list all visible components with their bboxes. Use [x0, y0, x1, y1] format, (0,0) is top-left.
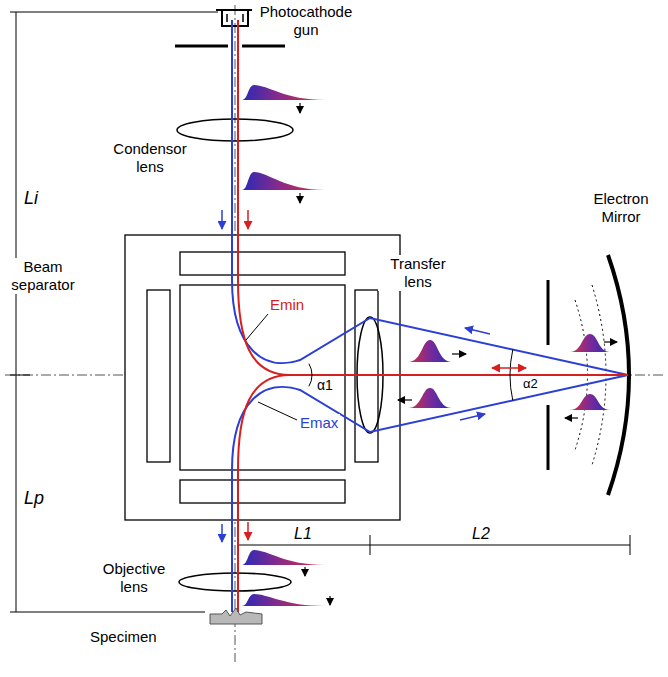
dimension-label: Lp: [22, 488, 46, 510]
electron-pulse: [570, 334, 610, 352]
component-label: Transfer lens: [378, 255, 458, 291]
beam-separator: [147, 290, 170, 462]
beam-direction-arrow: [221, 524, 223, 542]
beam-direction-arrow: [460, 414, 485, 420]
component-label: Photocathode gun: [252, 3, 360, 39]
specimen: [210, 608, 262, 624]
component-label: Beam separator: [3, 258, 83, 294]
component-label: Objective lens: [90, 560, 178, 596]
beam-separator: [125, 235, 400, 520]
beam-direction-arrow: [222, 210, 526, 542]
photocathode-gun: [222, 10, 248, 26]
electron-pulse: [242, 594, 325, 606]
dimension-lines: [10, 12, 218, 13]
leader-line: [246, 314, 268, 340]
electron-pulse: [570, 394, 610, 410]
leader-line: [246, 314, 297, 420]
dimension-lines: [16, 12, 17, 612]
beam-direction-arrow: [247, 522, 249, 540]
angle-arc: [510, 350, 513, 401]
electron-pulse: [242, 172, 325, 190]
angle-label: α2: [521, 376, 540, 392]
angle-label: α1: [315, 377, 335, 394]
lens: [177, 119, 293, 141]
pulse-direction-arrow: [300, 103, 617, 605]
beam-separator: [180, 480, 345, 503]
pulse-direction-arrow: [398, 399, 412, 400]
dimension-label: L1: [292, 524, 314, 543]
lens: [179, 573, 291, 591]
lens: [177, 119, 383, 591]
dimension-lines: [370, 535, 371, 555]
electron-beam-emax: [232, 375, 628, 612]
beam-direction-arrow: [492, 367, 526, 369]
dimension-label: Li: [22, 188, 40, 210]
dimension-lines: [630, 535, 631, 555]
pulse-direction-arrow: [299, 193, 300, 203]
aperture-plate: [175, 45, 228, 48]
beam-direction-arrow: [221, 210, 223, 229]
pulse-direction-arrow: [452, 353, 466, 354]
component-label: Condensor lens: [106, 140, 194, 176]
pulse-direction-arrow: [299, 103, 300, 113]
mirror-aperture: [547, 405, 550, 470]
beam-separator: [180, 285, 345, 470]
photocathode-gun: [216, 10, 254, 26]
electron-beam-emax: [232, 20, 628, 375]
component-label: Specimen: [88, 628, 159, 646]
pulse-direction-arrow: [604, 341, 617, 342]
pulse-direction-arrow: [565, 417, 578, 418]
electron-pulse: [408, 388, 452, 408]
electron-pulse: [242, 85, 610, 606]
electron-pulse: [408, 340, 452, 362]
mirror-aperture: [547, 280, 550, 345]
pulse-direction-arrow: [329, 596, 330, 605]
electron-beam-emin: [238, 375, 290, 612]
dimension-lines: [10, 612, 205, 613]
electron-pulse: [242, 85, 325, 100]
electron-beam-emin: [238, 20, 628, 375]
beam-direction-arrow: [465, 328, 490, 334]
electron-beam-emin: [238, 20, 628, 612]
beam-direction-arrow: [247, 210, 249, 229]
optical-axis: [5, 5, 665, 662]
energy-label: Emax: [298, 414, 340, 432]
energy-label: Emin: [268, 296, 306, 314]
photocathode-gun: [227, 14, 243, 22]
pulse-direction-arrow: [304, 567, 305, 576]
beam-separator: [180, 252, 345, 275]
leader-line: [258, 402, 297, 420]
aperture-plate: [242, 45, 285, 48]
aperture-plate: [175, 45, 285, 48]
specimen: [210, 608, 262, 624]
angle-arc: [309, 364, 312, 387]
angle-arc: [309, 350, 513, 401]
dimension-label: L2: [470, 524, 492, 543]
component-label: Electron Mirror: [578, 190, 664, 226]
dimension-lines: [10, 12, 630, 612]
beam-separator: [125, 235, 400, 520]
electron-pulse: [242, 550, 325, 565]
electron-beam-emax: [232, 20, 628, 612]
dimension-lines: [10, 375, 30, 376]
dimension-lines: [238, 545, 630, 546]
